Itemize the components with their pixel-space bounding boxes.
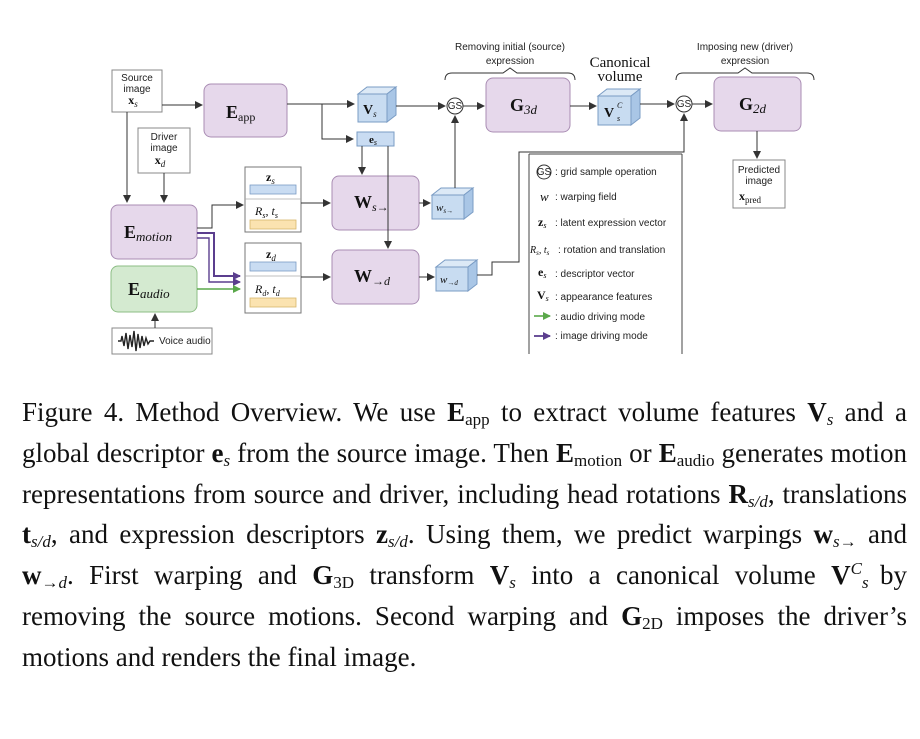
svg-text:: appearance features: : appearance features: [555, 292, 652, 303]
svg-text:image: image: [150, 143, 178, 154]
e-audio-block: Eaudio: [110, 265, 198, 313]
descriptor-es: es: [356, 131, 395, 147]
svg-text:GS: GS: [677, 99, 692, 110]
g3d-block: G3d: [485, 77, 571, 133]
svg-text:V: V: [604, 106, 614, 121]
caption-label: Figure 4. Method Overview.: [22, 397, 343, 427]
legend-item-latent: zs : latent expression vector: [538, 215, 667, 230]
legend-item-gs: GS : grid sample operation: [536, 164, 657, 180]
legend-item-appearance: Vs : appearance features: [537, 288, 652, 303]
legend: GS : grid sample operation w : warping f…: [528, 153, 683, 354]
cube-wd: w→d: [434, 258, 479, 293]
svg-text:image: image: [745, 176, 773, 187]
svg-text:xd: xd: [155, 153, 166, 169]
header-canonical-line1: Canonical: [590, 55, 651, 71]
g2d-block: G2d: [713, 76, 802, 132]
svg-text:Eapp: Eapp: [226, 102, 255, 124]
driver-image-box: Driver image xd: [137, 127, 191, 174]
connections: [123, 100, 761, 328]
svg-text:W→d: W→d: [354, 266, 391, 288]
header-imposing-line2: expression: [721, 56, 769, 67]
svg-text:: warping field: : warping field: [555, 192, 617, 203]
brace-imposing: [675, 67, 815, 81]
latent-source-box: zs Rs, ts: [244, 166, 302, 233]
svg-text:: descriptor vector: : descriptor vector: [555, 269, 635, 280]
svg-text:Vs: Vs: [537, 288, 549, 303]
method-overview-diagram: Removing initial (source) expression Can…: [110, 42, 815, 355]
voice-audio-label: Voice audio: [159, 336, 211, 347]
svg-text:Source: Source: [121, 73, 153, 84]
predicted-image-box: Predicted image xpred: [732, 159, 786, 209]
gs-node-1: GS: [446, 97, 464, 115]
svg-text:xs: xs: [128, 93, 138, 109]
svg-text:Driver: Driver: [151, 132, 178, 143]
latent-driver-box: zd Rd, td: [244, 242, 302, 314]
voice-audio-box: Voice audio: [111, 327, 213, 355]
svg-text:GS: GS: [537, 167, 552, 178]
header-imposing-line1: Imposing new (driver): [697, 42, 793, 53]
header-imposing: Imposing new (driver) expression: [675, 42, 815, 81]
svg-text:Rs, ts: Rs, ts: [529, 245, 550, 257]
image-mode-arrows: [197, 232, 241, 286]
svg-text:Eaudio: Eaudio: [128, 279, 170, 301]
legend-item-descriptor: es : descriptor vector: [538, 265, 635, 280]
svg-text:: audio driving mode: : audio driving mode: [555, 312, 645, 323]
svg-text:Rs, ts: Rs, ts: [254, 204, 278, 220]
svg-text:G2d: G2d: [739, 94, 767, 116]
svg-text:es: es: [538, 265, 546, 280]
svg-text:GS: GS: [448, 101, 463, 112]
header-canonical-line2: volume: [598, 69, 643, 85]
svg-text:: image driving mode: : image driving mode: [555, 331, 648, 342]
legend-item-rt: Rs, ts : rotation and translation: [529, 245, 665, 257]
svg-text:s: s: [617, 114, 620, 123]
svg-text:zs: zs: [266, 170, 275, 186]
e-app-block: Eapp: [203, 83, 288, 138]
svg-text:w: w: [540, 189, 549, 204]
gs-node-2: GS: [675, 95, 693, 113]
svg-text:: grid sample operation: : grid sample operation: [555, 167, 657, 178]
e-motion-block: Emotion: [110, 204, 198, 260]
svg-text:Emotion: Emotion: [124, 222, 172, 244]
legend-item-audio-mode: : audio driving mode: [534, 312, 645, 323]
cube-vs: Vs: [356, 85, 398, 124]
header-removing-line1: Removing initial (source): [455, 42, 565, 53]
header-canonical: Canonical volume: [590, 55, 651, 85]
header-removing-line2: expression: [486, 56, 534, 67]
figure-caption: Figure 4. Method Overview. We use Eapp t…: [22, 397, 908, 672]
waveform-icon: [118, 330, 154, 352]
svg-text:image: image: [123, 84, 151, 95]
svg-text:es: es: [369, 134, 377, 147]
header-removing: Removing initial (source) expression: [444, 42, 576, 81]
svg-text:Ws→: Ws→: [354, 192, 389, 214]
svg-text:zd: zd: [266, 247, 276, 263]
w-d-block: W→d: [331, 249, 420, 305]
svg-text:C: C: [617, 101, 623, 110]
cube-ws: ws→: [430, 186, 475, 221]
cube-vsc: V C s: [596, 87, 642, 127]
svg-text:Predicted: Predicted: [738, 165, 780, 176]
legend-item-warp: w : warping field: [540, 189, 617, 204]
svg-text:: rotation and translation: : rotation and translation: [558, 245, 665, 256]
svg-text:zs: zs: [538, 215, 546, 230]
brace-removing: [444, 67, 576, 81]
legend-item-image-mode: : image driving mode: [534, 331, 648, 342]
source-image-box: Source image xs: [111, 69, 163, 113]
w-s-block: Ws→: [331, 175, 420, 231]
svg-text:: latent expression vector: : latent expression vector: [555, 218, 667, 229]
svg-text:Rd, td: Rd, td: [254, 282, 281, 298]
svg-text:G3d: G3d: [510, 95, 538, 117]
